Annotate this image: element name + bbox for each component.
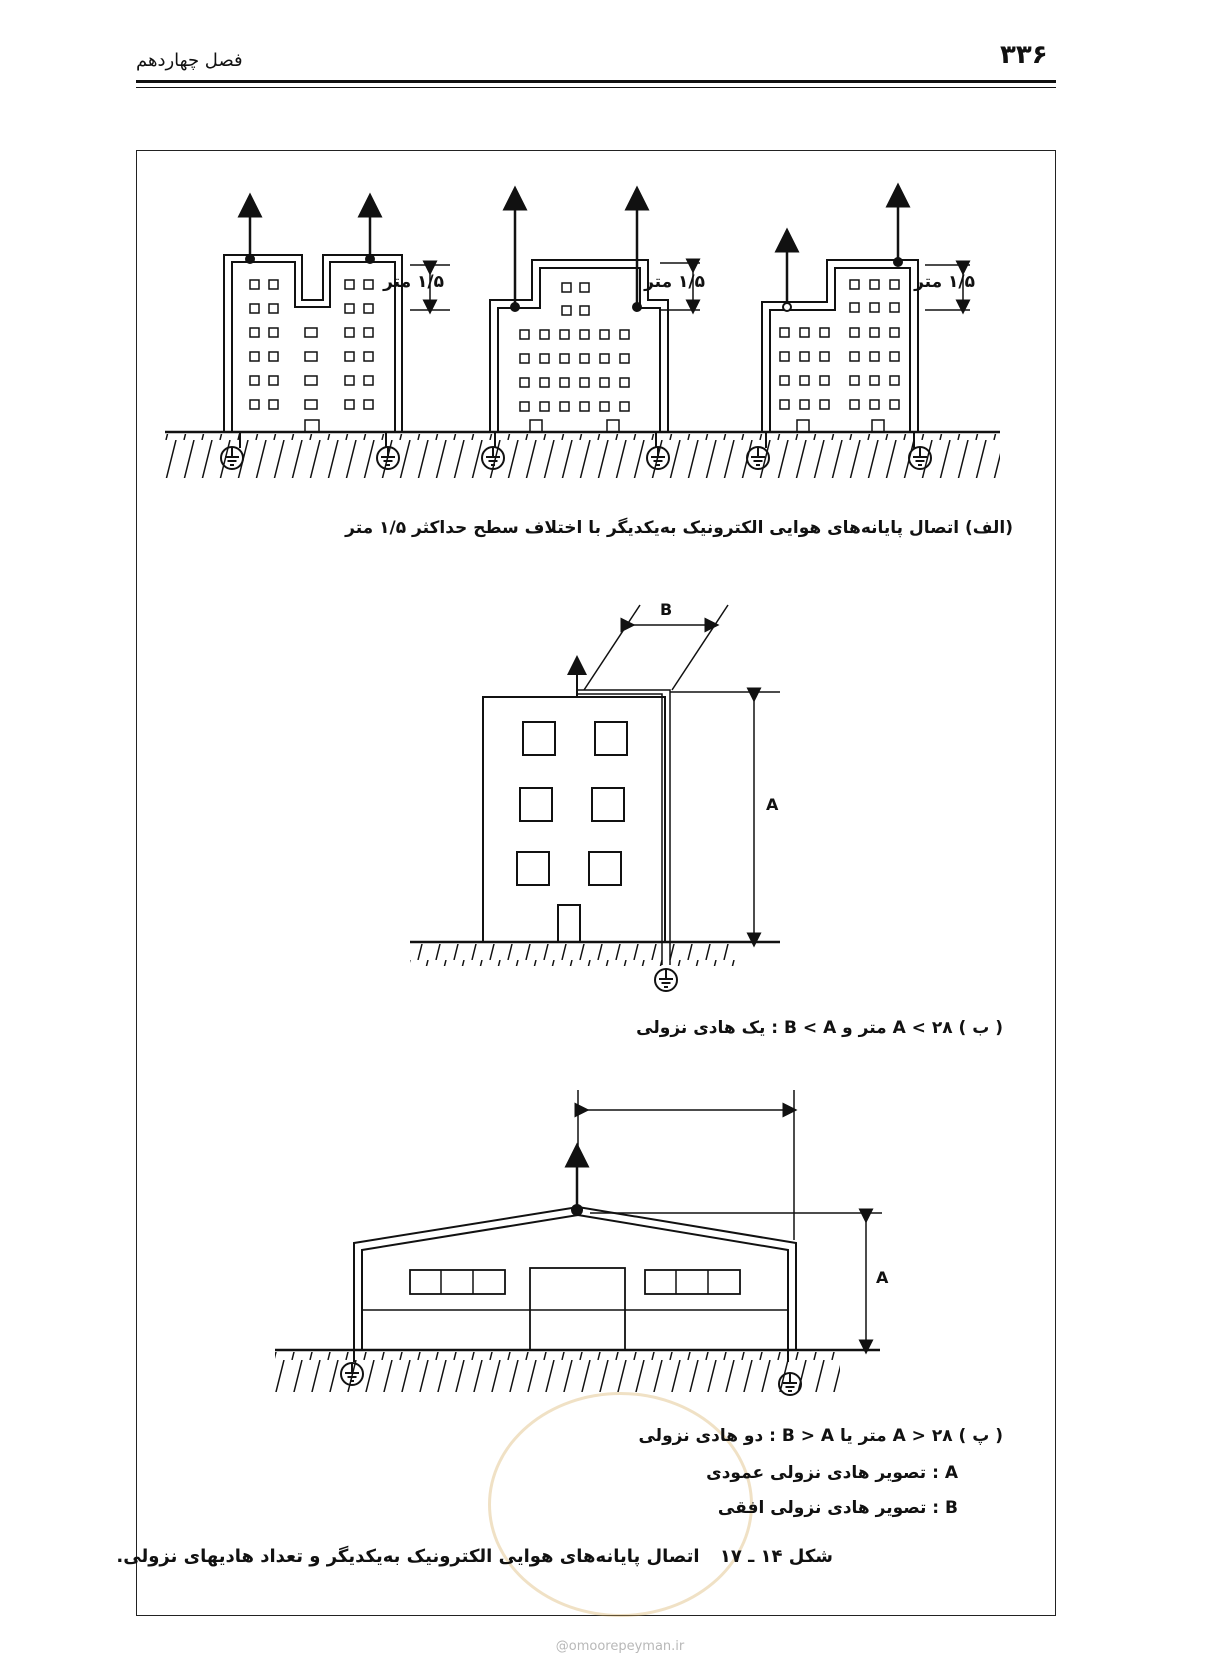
- chapter-title: فصل چهاردهم: [136, 50, 243, 71]
- watermark-text: @omoorepeyman.ir: [555, 1639, 685, 1654]
- part-c-diagram: [275, 1090, 882, 1396]
- part-b-diagram: [410, 604, 780, 992]
- page-number: ۳۳۶: [1000, 40, 1048, 70]
- dim-label-3: ۱/۵ متر: [913, 272, 975, 292]
- figure-frame: [136, 150, 1056, 1616]
- label-a: A: [766, 795, 779, 814]
- label-a-part-c: A: [876, 1268, 889, 1287]
- watermark-seal: [488, 1392, 753, 1617]
- part-a-diagram: [165, 182, 1000, 478]
- caption-part-b: ( ب ) A < ۲۸ متر و B < A : یک هادی نزولی: [636, 1018, 1003, 1038]
- figure-caption-text: اتصال پایانه‌های هوایی الکترونیک به‌یکدی…: [116, 1546, 700, 1567]
- figure-caption: شکل ۱۴ ـ ۱۷ اتصال پایانه‌های هوایی الکتر…: [116, 1546, 833, 1567]
- dim-label-1: ۱/۵ متر: [382, 272, 444, 292]
- header-rule-thin: [136, 87, 1056, 88]
- header-rule: [136, 80, 1056, 83]
- legend-a: A : تصویر هادی نزولی عمودی: [706, 1463, 958, 1483]
- legend-b: B : تصویر هادی نزولی افقی: [717, 1498, 958, 1518]
- dim-label-2: ۱/۵ متر: [643, 272, 705, 292]
- figure-number: شکل ۱۴ ـ ۱۷: [719, 1546, 833, 1567]
- label-b: B: [660, 600, 672, 619]
- caption-part-c: ( پ ) A > ۲۸ متر یا B > A : دو هادی نزول…: [638, 1426, 1003, 1446]
- caption-part-a: (الف) اتصال پایانه‌های هوایی الکترونیک ب…: [345, 518, 1013, 538]
